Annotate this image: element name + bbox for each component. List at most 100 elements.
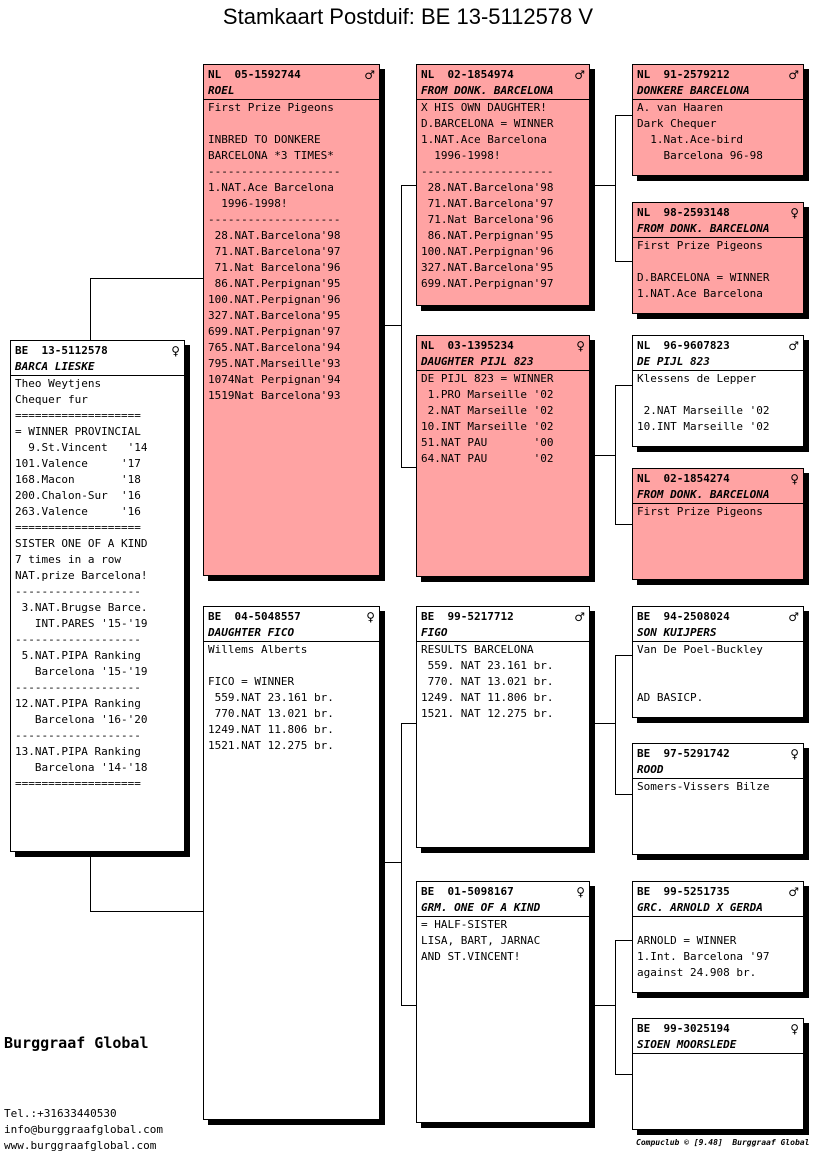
card-line: D.BARCELONA = WINNER	[637, 271, 770, 284]
card-line: 3.NAT.Brugse Barce.	[15, 601, 148, 614]
card-line: ===================	[15, 777, 141, 790]
card-line: 28.NAT.Barcelona'98	[208, 229, 341, 242]
card-line: -------------------	[15, 633, 141, 646]
connector-ff-stub	[594, 185, 616, 186]
phone-number: Tel.:+31633440530	[4, 1107, 117, 1120]
page-title: Stamkaart Postduif: BE 13-5112578 V	[222, 4, 594, 29]
card-line: Somers-Vissers Bilze	[637, 780, 770, 793]
pigeon-name: DONKERE BARCELONA	[633, 83, 803, 100]
male-icon: ♂	[574, 610, 585, 624]
card-line: 1.Int. Barcelona '97	[637, 950, 770, 963]
pigeon-name: FROM DONK. BARCELONA	[633, 221, 803, 238]
card-line: 559. NAT 23.161 br.	[421, 659, 554, 672]
card-line: AND ST.VINCENT!	[421, 950, 521, 963]
pedigree-card-father-father: NL 02-1854974♂ FROM DONK. BARCELONA X HI…	[416, 64, 590, 306]
connector-father-bracket	[401, 185, 417, 468]
card-line	[637, 917, 799, 933]
card-lines: First Prize Pigeons	[637, 504, 799, 520]
card-line: 1996-1998!	[208, 197, 288, 210]
ring-number: NL 02-1854274	[637, 472, 730, 485]
pigeon-name: DAUGHTER FICO	[204, 625, 379, 642]
card-line	[208, 658, 375, 674]
male-icon: ♂	[574, 68, 585, 82]
connector-ff-bracket	[615, 115, 632, 262]
card-line: 5.NAT.PIPA Ranking	[15, 649, 141, 662]
male-icon: ♂	[788, 339, 799, 353]
connector-subject-mother	[90, 852, 204, 912]
card-line: X HIS OWN DAUGHTER!	[421, 101, 547, 114]
card-line: 51.NAT PAU '00	[421, 436, 554, 449]
card-line	[637, 674, 799, 690]
pigeon-name: GRM. ONE OF A KIND	[417, 900, 589, 917]
connector-mm-stub	[594, 1005, 616, 1006]
card-line: -------------------	[15, 681, 141, 694]
card-lines: RESULTS BARCELONA 559. NAT 23.161 br. 77…	[421, 642, 585, 722]
card-line: 71.NAT.Barcelona'97	[208, 245, 341, 258]
card-line: 327.NAT.Barcelona'95	[421, 261, 554, 274]
card-line: Willems Alberts	[208, 643, 308, 656]
pigeon-name: DAUGHTER PIJL 823	[417, 354, 589, 371]
card-line: BARCELONA *3 TIMES*	[208, 149, 334, 162]
connector-mf-bracket	[615, 655, 632, 795]
card-line: 168.Macon '18	[15, 473, 141, 486]
pedigree-card-fmm: NL 02-1854274♀ FROM DONK. BARCELONA Firs…	[632, 468, 804, 580]
card-line: 86.NAT.Perpignan'95	[421, 229, 554, 242]
ring-number: BE 13-5112578	[15, 344, 108, 357]
pigeon-name: ROEL	[204, 83, 379, 100]
card-lines: X HIS OWN DAUGHTER! D.BARCELONA = WINNER 1…	[421, 100, 585, 292]
card-line: FICO = WINNER	[208, 675, 295, 688]
card-line: = WINNER PROVINCIAL	[15, 425, 141, 438]
card-line: Barcelona '15-'19	[15, 665, 148, 678]
connector-mf-stub	[594, 723, 616, 724]
card-line: First Prize Pigeons	[637, 239, 763, 252]
female-icon: ♀	[790, 206, 799, 220]
card-line: = HALF-SISTER	[421, 918, 508, 931]
card-line: 699.NAT.Perpignan'97	[421, 277, 554, 290]
pigeon-name: BARCA LIESKE	[11, 359, 184, 376]
card-line: 10.INT Marseille '02	[637, 420, 770, 433]
pedigree-card-ffm: NL 98-2593148♀ FROM DONK. BARCELONA Firs…	[632, 202, 804, 314]
pedigree-card-fmf: NL 96-9607823♂ DE PIJL 823 Klessens de L…	[632, 335, 804, 447]
card-line: 559.NAT 23.161 br.	[208, 691, 334, 704]
pedigree-card-mfm: BE 97-5291742♀ ROOD Somers-Vissers Bilze	[632, 743, 804, 855]
card-line: First Prize Pigeons	[208, 101, 334, 114]
card-line: First Prize Pigeons	[637, 505, 763, 518]
card-line	[637, 254, 799, 270]
pedigree-card-fff: NL 91-2579212♂ DONKERE BARCELONA A. van …	[632, 64, 804, 176]
female-icon: ♀	[366, 610, 375, 624]
card-line: --------------------	[421, 165, 554, 178]
ring-number: BE 99-5217712	[421, 610, 514, 623]
card-line: D.BARCELONA = WINNER	[421, 117, 554, 130]
connector-subject-father	[90, 278, 204, 340]
connector-mm-bracket	[615, 940, 632, 1075]
card-line: 200.Chalon-Sur '16	[15, 489, 141, 502]
card-line: 1519Nat Barcelona'93	[208, 389, 341, 402]
card-line: ARNOLD = WINNER	[637, 934, 737, 947]
software-credit: Compuclub © [9.48] Burggraaf Global	[636, 1138, 810, 1147]
ring-number: BE 94-2508024	[637, 610, 730, 623]
card-line: 71.Nat Barcelona'96	[421, 213, 554, 226]
card-line: ===================	[15, 521, 141, 534]
card-line: 100.NAT.Perpignan'96	[208, 293, 341, 306]
pedigree-card-father-mother: NL 03-1395234♀ DAUGHTER PIJL 823 DE PIJL…	[416, 335, 590, 577]
card-line: 1.PRO Marseille '02	[421, 388, 554, 401]
card-line: RESULTS BARCELONA	[421, 643, 534, 656]
card-line: 13.NAT.PIPA Ranking	[15, 745, 141, 758]
card-line: 86.NAT.Perpignan'95	[208, 277, 341, 290]
pedigree-card-mother-mother: BE 01-5098167♀ GRM. ONE OF A KIND = HALF…	[416, 881, 590, 1123]
male-icon: ♂	[788, 885, 799, 899]
ring-number: BE 04-5048557	[208, 610, 301, 623]
connector-father-parents	[380, 325, 402, 326]
card-line: --------------------	[208, 213, 341, 226]
card-line: 28.NAT.Barcelona'98	[421, 181, 554, 194]
card-line: 2.NAT Marseille '02	[421, 404, 554, 417]
card-line: 1.NAT.Ace Barcelona	[421, 133, 547, 146]
